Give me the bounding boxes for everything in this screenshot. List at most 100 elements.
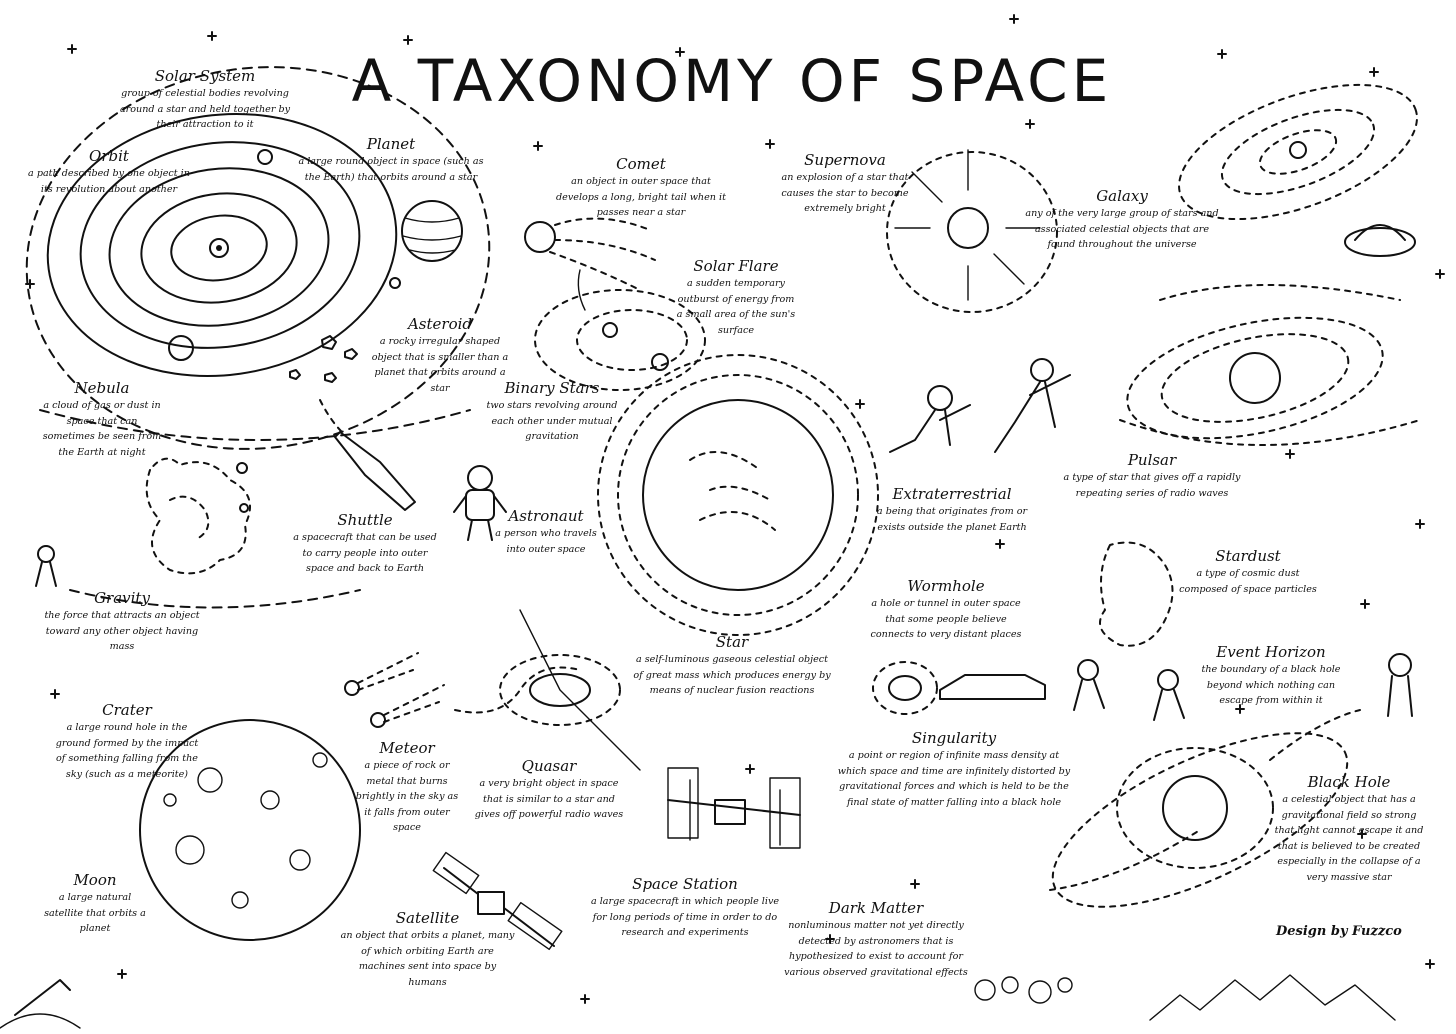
entry-solar-system: Solar System group of celestial bodies r… <box>110 66 300 133</box>
wormhole-illustration <box>872 661 1046 715</box>
galaxy-illustration <box>1178 83 1418 221</box>
astronaut-illustration <box>453 465 507 541</box>
term-meteor: Meteor <box>379 739 435 757</box>
entry-pulsar: Pulsar a type of star that gives off a r… <box>1062 450 1242 501</box>
definition-gravity: the force that attracts an object toward… <box>44 610 200 652</box>
scattered-stars <box>25 14 1445 1004</box>
planet-illustration <box>401 200 463 262</box>
entry-singularity: Singularity a point or region of infinit… <box>834 728 1074 810</box>
term-orbit: Orbit <box>89 147 129 165</box>
mountains-illustration <box>0 974 1396 1029</box>
entry-asteroid: Asteroid a rocky irregular shaped object… <box>370 314 510 396</box>
ufo-illustration <box>1344 224 1416 257</box>
entry-planet: Planet a large round object in space (su… <box>296 134 486 185</box>
definition-meteor: a piece of rock or metal that burns brig… <box>355 760 459 833</box>
supernova-illustration <box>886 149 1058 313</box>
definition-pulsar: a type of star that gives off a rapidly … <box>1063 472 1241 499</box>
entry-galaxy: Galaxy any of the very large group of st… <box>1022 186 1222 253</box>
entry-dark-matter: Dark Matter nonluminous matter not yet d… <box>776 898 976 980</box>
term-moon: Moon <box>73 871 117 889</box>
definition-nebula: a cloud of gas or dust in space that can… <box>42 400 162 458</box>
term-shuttle: Shuttle <box>337 511 393 529</box>
entry-supernova: Supernova an explosion of a star that ca… <box>770 150 920 217</box>
definition-wormhole: a hole or tunnel in outer space that som… <box>870 598 1022 640</box>
entry-wormhole: Wormhole a hole or tunnel in outer space… <box>866 576 1026 643</box>
entry-comet: Comet an object in outer space that deve… <box>556 154 726 221</box>
term-comet: Comet <box>616 155 666 173</box>
entry-shuttle: Shuttle a spacecraft that can be used to… <box>290 510 440 577</box>
entry-satellite: Satellite an object that orbits a planet… <box>340 908 515 990</box>
definition-planet: a large round object in space (such as t… <box>298 156 484 183</box>
entry-orbit: Orbit a path described by one object in … <box>24 146 194 197</box>
term-asteroid: Asteroid <box>407 315 473 333</box>
star-illustration <box>597 354 879 636</box>
entry-space-station: Space Station a large spacecraft in whic… <box>590 874 780 941</box>
dark-matter-illustration <box>974 976 1073 1004</box>
entry-gravity: Gravity the force that attracts an objec… <box>42 588 202 655</box>
satellite-illustration <box>432 851 563 951</box>
comet-illustration <box>524 217 656 311</box>
black-hole-illustration <box>1049 709 1361 908</box>
extraterrestrial-illustration <box>889 358 1071 453</box>
term-event-horizon: Event Horizon <box>1216 643 1326 661</box>
floating-astronauts-illustration <box>35 545 1413 721</box>
term-space-station: Space Station <box>632 875 738 893</box>
definition-orbit: a path described by one object in its re… <box>28 168 190 195</box>
definition-black-hole: a celestial object that has a gravitatio… <box>1274 794 1424 883</box>
designer-credit: Design by Fuzzco <box>1276 924 1402 939</box>
definition-shuttle: a spacecraft that can be used to carry p… <box>293 532 437 574</box>
definition-binary-stars: two stars revolving around each other un… <box>486 400 618 442</box>
moon-illustration <box>139 719 361 941</box>
term-nebula: Nebula <box>74 379 130 397</box>
definition-satellite: an object that orbits a planet, many of … <box>340 930 515 988</box>
definition-astronaut: a person who travels into outer space <box>495 528 597 555</box>
definition-comet: an object in outer space that develops a… <box>556 176 726 218</box>
entry-astronaut: Astronaut a person who travels into oute… <box>486 506 606 557</box>
definition-solar-system: group of celestial bodies revolving arou… <box>119 88 291 130</box>
entry-black-hole: Black Hole a celestial object that has a… <box>1274 772 1424 885</box>
meteor-illustration <box>344 652 445 728</box>
term-quasar: Quasar <box>521 757 577 775</box>
term-solar-flare: Solar Flare <box>693 257 779 275</box>
term-gravity: Gravity <box>94 589 150 607</box>
quasar-illustration <box>454 609 641 771</box>
entry-quasar: Quasar a very bright object in space tha… <box>474 756 624 823</box>
poster-title: A TAXONOMY OF SPACE <box>351 47 1113 115</box>
entry-star: Star a self-luminous gaseous celestial o… <box>632 632 832 699</box>
entry-nebula: Nebula a cloud of gas or dust in space t… <box>42 378 162 460</box>
definition-star: a self-luminous gaseous celestial object… <box>633 654 831 696</box>
definition-crater: a large round hole in the ground formed … <box>55 722 199 780</box>
term-wormhole: Wormhole <box>907 577 985 595</box>
term-planet: Planet <box>366 135 416 153</box>
definition-asteroid: a rocky irregular shaped object that is … <box>371 336 509 394</box>
definition-stardust: a type of cosmic dust composed of space … <box>1179 568 1317 595</box>
term-astronaut: Astronaut <box>508 507 584 525</box>
term-binary-stars: Binary Stars <box>504 379 600 397</box>
term-pulsar: Pulsar <box>1127 451 1177 469</box>
asteroid-illustration <box>289 335 358 383</box>
definition-galaxy: any of the very large group of stars and… <box>1025 208 1219 250</box>
definition-singularity: a point or region of infinite mass densi… <box>837 750 1071 808</box>
term-solar-system: Solar System <box>154 67 256 85</box>
term-supernova: Supernova <box>804 151 886 169</box>
definition-dark-matter: nonluminous matter not yet directly dete… <box>784 920 968 978</box>
entry-extraterrestrial: Extraterrestrial a being that originates… <box>862 484 1042 535</box>
entry-crater: Crater a large round hole in the ground … <box>52 700 202 782</box>
entry-moon: Moon a large natural satellite that orbi… <box>40 870 150 937</box>
term-crater: Crater <box>102 701 152 719</box>
definition-quasar: a very bright object in space that is si… <box>474 778 624 820</box>
term-satellite: Satellite <box>395 909 460 927</box>
definition-space-station: a large spacecraft in which people live … <box>590 896 780 938</box>
definition-event-horizon: the boundary of a black hole beyond whic… <box>1201 664 1341 706</box>
definition-solar-flare: a sudden temporary outburst of energy fr… <box>676 278 796 336</box>
entry-event-horizon: Event Horizon the boundary of a black ho… <box>1196 642 1346 709</box>
shuttle-illustration <box>319 399 416 511</box>
term-extraterrestrial: Extraterrestrial <box>892 485 1012 503</box>
entry-stardust: Stardust a type of cosmic dust composed … <box>1178 546 1318 597</box>
term-singularity: Singularity <box>911 729 997 747</box>
entry-binary-stars: Binary Stars two stars revolving around … <box>482 378 622 445</box>
term-dark-matter: Dark Matter <box>828 899 924 917</box>
space-station-illustration <box>667 767 801 849</box>
